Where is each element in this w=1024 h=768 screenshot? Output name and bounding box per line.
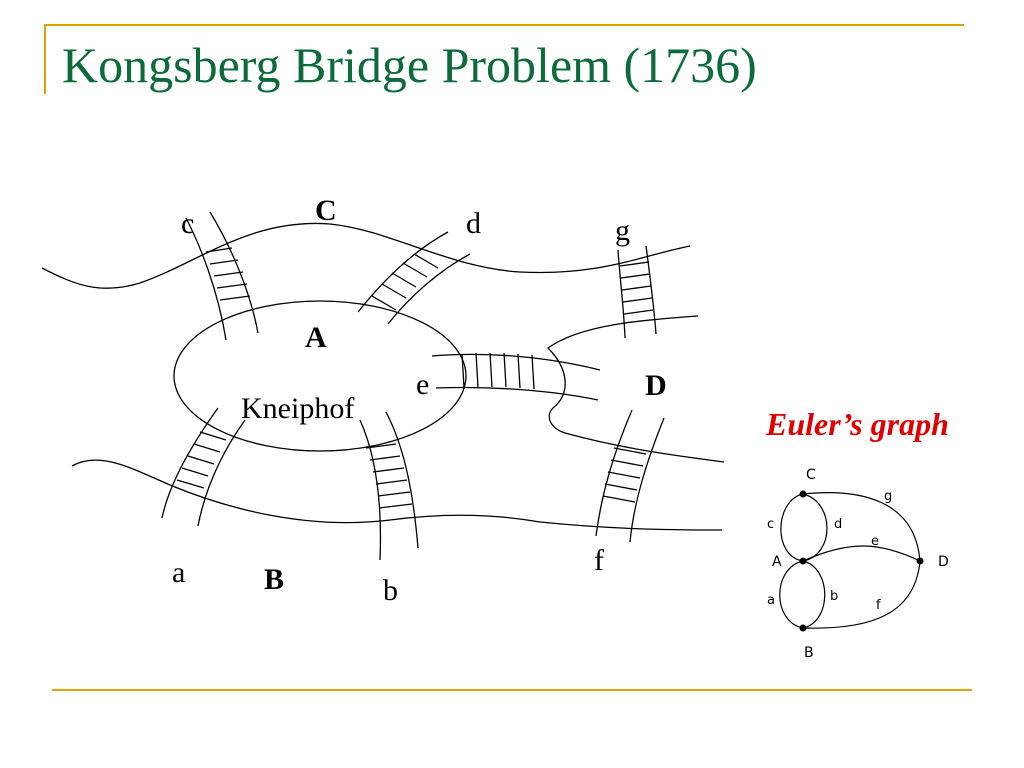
bridge-f <box>595 409 665 543</box>
bridge-label-d: d <box>466 207 481 240</box>
bridge-d <box>357 231 471 325</box>
edge-label-e: e <box>871 534 879 549</box>
edge-c <box>780 493 804 562</box>
edge-label-a: a <box>767 593 775 608</box>
edge-label-g: g <box>884 489 892 504</box>
top-rule <box>44 24 964 26</box>
bridge-a <box>161 407 246 527</box>
bridge-label-e: e <box>416 368 429 401</box>
edge-e <box>802 545 921 562</box>
land-label-c: C <box>315 194 337 227</box>
node-b-dot <box>799 624 807 632</box>
bridge-label-b: b <box>383 574 398 607</box>
bottom-rule <box>52 689 972 691</box>
land-label-b: B <box>264 563 284 596</box>
north-riverbank <box>41 222 691 289</box>
slide-title: Kongsberg Bridge Problem (1736) <box>62 37 757 93</box>
bridge-b <box>359 411 419 561</box>
edge-label-d: d <box>834 517 842 532</box>
edge-label-c: c <box>767 517 774 532</box>
node-c-dot <box>799 490 807 498</box>
bridge-label-g: g <box>615 214 630 247</box>
edge-g <box>802 492 921 562</box>
euler-graph-title: Euler’s graph <box>766 406 949 442</box>
east-land-boundary <box>546 315 725 463</box>
node-d-dot <box>916 557 924 565</box>
bridge-e <box>431 352 601 401</box>
edge-label-f: f <box>876 598 881 613</box>
node-label-a: A <box>772 554 782 570</box>
edge-d <box>802 493 828 562</box>
land-label-a: A <box>305 321 327 354</box>
edge-f <box>802 560 921 629</box>
edge-label-b: b <box>830 589 838 604</box>
bridge-c <box>185 211 259 341</box>
edge-b <box>802 560 826 629</box>
bridge-label-f: f <box>594 544 604 577</box>
node-label-c: C <box>806 467 816 483</box>
bridge-label-c: c <box>181 207 194 240</box>
island-name: Kneiphof <box>241 392 354 425</box>
land-label-d: D <box>645 369 667 402</box>
kneiphof-island <box>173 300 467 452</box>
bridge-g <box>617 245 657 339</box>
bridge-label-a: a <box>172 556 185 589</box>
edge-a <box>779 560 804 629</box>
top-rule-vertical <box>44 24 46 94</box>
node-label-d: D <box>938 554 949 570</box>
node-label-b: B <box>804 645 814 661</box>
node-a-dot <box>799 557 807 565</box>
